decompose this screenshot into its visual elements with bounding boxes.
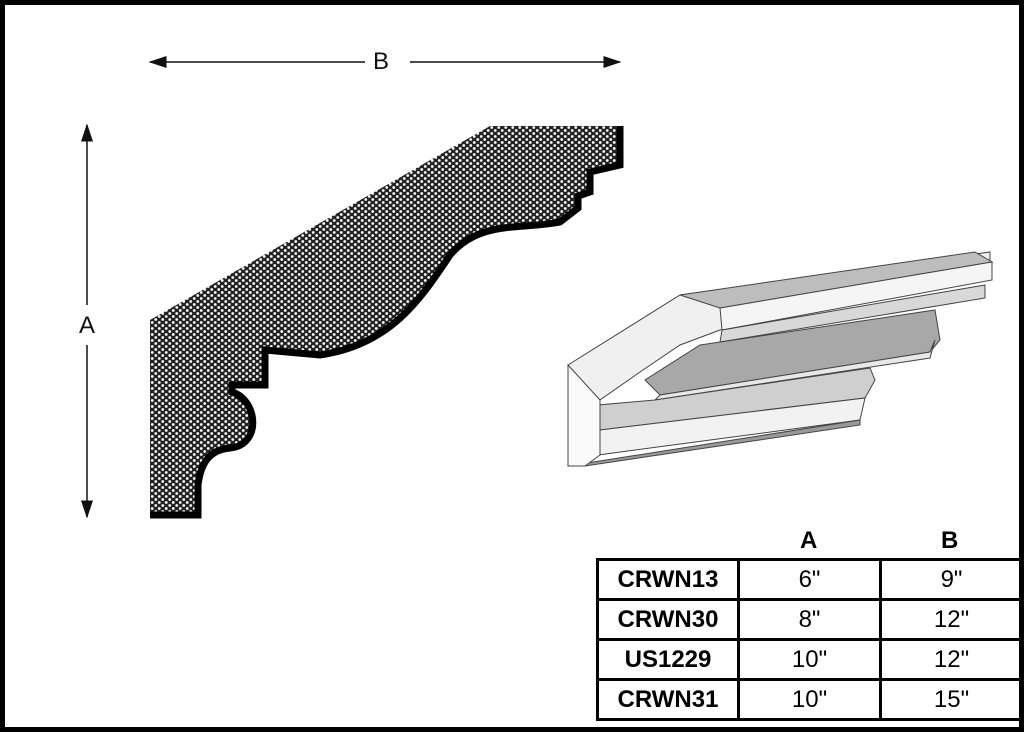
b-cell: 12" bbox=[879, 638, 1024, 681]
table-row: CRWN31 10" 15" bbox=[596, 678, 1024, 721]
a-cell: 10" bbox=[737, 638, 882, 681]
model-cell: CRWN30 bbox=[596, 598, 740, 641]
model-cell: CRWN31 bbox=[596, 678, 740, 721]
size-table: CRWN13 6" 9" CRWN30 8" 12" US1229 10" 12… bbox=[596, 558, 1024, 721]
table-header-b: B bbox=[941, 527, 959, 554]
table-header-a: A bbox=[800, 527, 818, 554]
dimension-b-label: B bbox=[367, 48, 396, 76]
table-row: CRWN30 8" 12" bbox=[596, 598, 1024, 641]
model-cell: CRWN13 bbox=[596, 558, 740, 601]
b-cell: 9" bbox=[879, 558, 1024, 601]
molding-profile-edge bbox=[150, 126, 624, 519]
dimension-a-label: A bbox=[73, 312, 102, 340]
b-cell: 12" bbox=[879, 598, 1024, 641]
a-cell: 10" bbox=[737, 678, 882, 721]
molding-3d-view bbox=[567, 251, 994, 467]
model-cell: US1229 bbox=[596, 638, 740, 681]
table-row: US1229 10" 12" bbox=[596, 638, 1024, 681]
a-cell: 6" bbox=[737, 558, 882, 601]
b-cell: 15" bbox=[879, 678, 1024, 721]
a-cell: 8" bbox=[737, 598, 882, 641]
table-row: CRWN13 6" 9" bbox=[596, 558, 1024, 601]
molding-profile-section bbox=[150, 126, 620, 515]
